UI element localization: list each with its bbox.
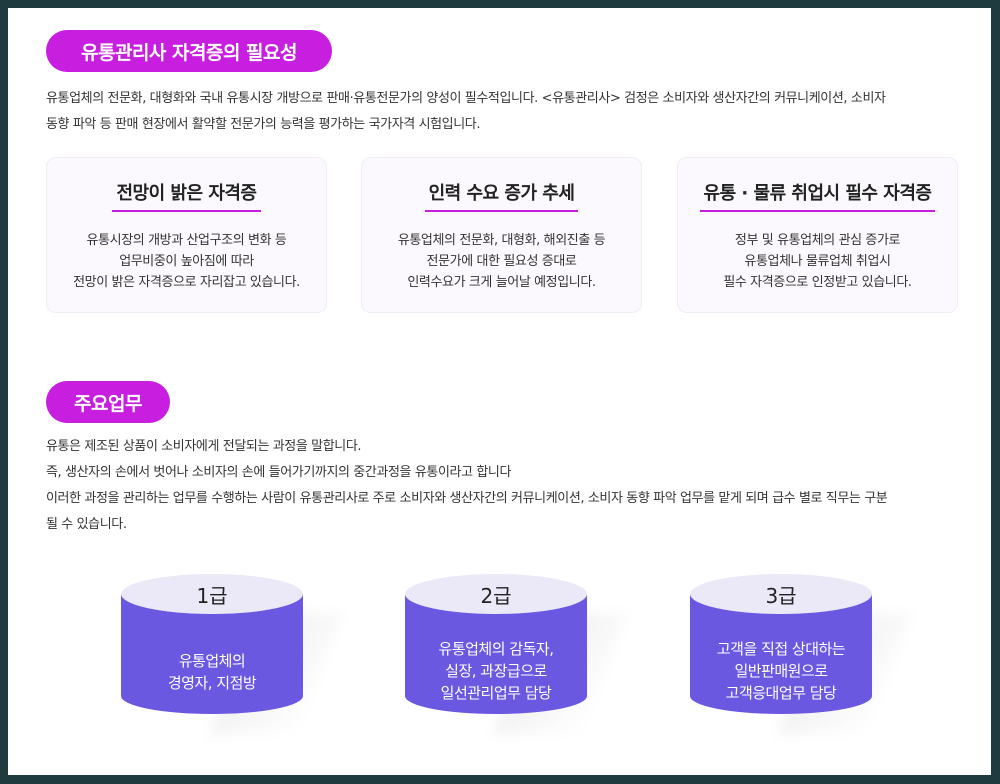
grade-line: 경영자, 지점방: [167, 674, 257, 692]
intro-line: 될 수 있습니다.: [46, 517, 127, 532]
cylinder-body: [690, 594, 872, 714]
card-line: 필수 자격증으로 인정받고 있습니다.: [723, 275, 912, 290]
grade-description: 고객을 직접 상대하는 일반판매원으로 고객응대업무 담당: [690, 638, 872, 704]
card-demand: 인력 수요 증가 추세 유통업체의 전문화, 대형화, 해외진출 등 전문가에 …: [361, 157, 642, 313]
intro-line: 유통은 제조된 상품이 소비자에게 전달되는 과정을 말합니다.: [46, 439, 362, 454]
card-employment: 유통 · 물류 취업시 필수 자격증 정부 및 유통업체의 관심 증가로 유통업…: [677, 157, 958, 313]
necessity-intro: 유통업체의 전문화, 대형화와 국내 유통시장 개방으로 판매·유통전문가의 양…: [46, 86, 966, 138]
grade-line: 고객응대업무 담당: [725, 684, 837, 702]
intro-line: 동향 파악 등 판매 현장에서 활약할 전문가의 능력을 평가하는 국가자격 시…: [46, 117, 481, 132]
card-body: 유통시장의 개방과 산업구조의 변화 등 업무비중이 높아짐에 따라 전망이 밝…: [47, 230, 326, 293]
grade-2-cylinder: 2급 유통업체의 감독자, 실장, 과장급으로 일선관리업무 담당: [405, 574, 627, 734]
grade-label: 3급: [765, 583, 797, 608]
grade-1-cylinder: 1급 유통업체의 경영자, 지점방: [121, 574, 343, 734]
intro-line: 즉, 생산자의 손에서 벗어나 소비자의 손에 들어가기까지의 중간과정을 유통…: [46, 465, 512, 480]
card-promising: 전망이 밝은 자격증 유통시장의 개방과 산업구조의 변화 등 업무비중이 높아…: [46, 157, 327, 313]
grade-label: 1급: [196, 583, 228, 608]
grade-line: 유통업체의 감독자,: [438, 640, 554, 658]
grade-line: 고객을 직접 상대하는: [716, 640, 846, 658]
grade-description: 유통업체의 감독자, 실장, 과장급으로 일선관리업무 담당: [405, 638, 587, 704]
content-panel: 유통관리사 자격증의 필요성 유통업체의 전문화, 대형화와 국내 유통시장 개…: [8, 8, 991, 775]
intro-line: 이러한 과정을 관리하는 업무를 수행하는 사람이 유통관리사로 주로 소비자와…: [46, 491, 888, 506]
cylinder-body: [121, 594, 303, 714]
grade-line: 일선관리업무 담당: [440, 684, 552, 702]
card-line: 정부 및 유통업체의 관심 증가로: [734, 233, 901, 248]
grade-3-cylinder: 3급 고객을 직접 상대하는 일반판매원으로 고객응대업무 담당: [690, 574, 912, 734]
cylinder-top: [690, 574, 872, 614]
card-line: 전망이 밝은 자격증으로 자리잡고 있습니다.: [73, 275, 300, 290]
cylinder-top: [405, 574, 587, 614]
grade-line: 일반판매원으로: [734, 662, 828, 680]
card-line: 유통시장의 개방과 산업구조의 변화 등: [86, 233, 287, 248]
card-title: 인력 수요 증가 추세: [424, 179, 579, 212]
section-title-duties: 주요업무: [46, 381, 170, 423]
grade-line: 실장, 과장급으로: [445, 662, 547, 680]
intro-line: 유통업체의 전문화, 대형화와 국내 유통시장 개방으로 판매·유통전문가의 양…: [46, 91, 886, 106]
card-line: 전문가에 대한 필요성 증대로: [426, 254, 577, 269]
duties-intro: 유통은 제조된 상품이 소비자에게 전달되는 과정을 말합니다. 즉, 생산자의…: [46, 434, 966, 538]
grade-label: 2급: [480, 583, 512, 608]
card-line: 업무비중이 높아짐에 따라: [119, 254, 254, 269]
card-line: 인력수요가 크게 늘어날 예정입니다.: [407, 275, 596, 290]
card-title: 유통 · 물류 취업시 필수 자격증: [699, 179, 936, 212]
cylinder-top: [121, 574, 303, 614]
grade-description: 유통업체의 경영자, 지점방: [121, 650, 303, 694]
grade-line: 유통업체의: [178, 652, 246, 670]
cylinder-body: [405, 594, 587, 714]
card-body: 정부 및 유통업체의 관심 증가로 유통업체나 물류업체 취업시 필수 자격증으…: [678, 230, 957, 293]
card-line: 유통업체나 물류업체 취업시: [744, 254, 891, 269]
card-line: 유통업체의 전문화, 대형화, 해외진출 등: [397, 233, 606, 248]
section-title-necessity: 유통관리사 자격증의 필요성: [46, 30, 332, 72]
card-body: 유통업체의 전문화, 대형화, 해외진출 등 전문가에 대한 필요성 증대로 인…: [362, 230, 641, 293]
card-title: 전망이 밝은 자격증: [112, 179, 261, 212]
